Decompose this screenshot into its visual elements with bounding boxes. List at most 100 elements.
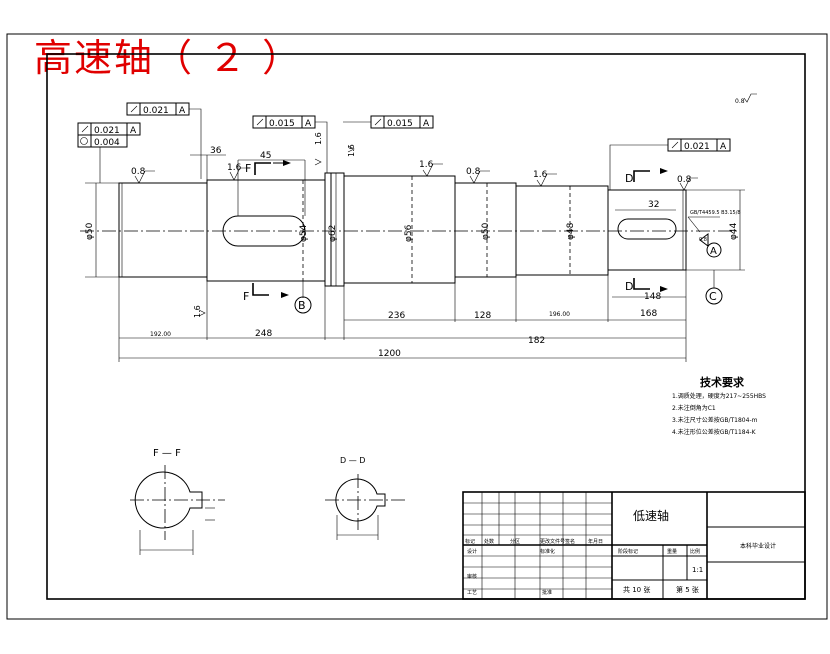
fcf-middle: 0.015 A [343,115,434,129]
svg-text:1.6: 1.6 [227,163,242,173]
svg-text:148: 148 [644,292,661,302]
tech-title: 技术要求 [700,375,745,389]
svg-text:签名: 签名 [565,538,575,545]
svg-text:φ48: φ48 [566,222,576,240]
svg-text:A: A [423,119,430,129]
svg-text:45: 45 [260,151,271,161]
svg-text:标记: 标记 [465,538,475,545]
svg-text:192.00: 192.00 [150,331,171,338]
svg-text:32: 32 [648,200,659,210]
svg-text:D: D [625,172,633,185]
svg-text:设计: 设计 [467,548,477,555]
svg-text:年月日: 年月日 [588,538,603,545]
svg-text:A: A [305,119,312,129]
tech-item: 3.未注尺寸公差按GB/T1804-m [672,416,758,424]
diameter-dims: φ50 φ54 φ62 φ56 φ50 φ48 φ44 [85,173,745,286]
svg-text:36: 36 [210,146,222,156]
section-dd-title: D — D [340,456,365,465]
center-hole-note: GB/T4459.5 B3.15/8 [687,210,741,233]
svg-text:φ56: φ56 [404,224,414,242]
svg-text:A: A [179,106,186,116]
inner-border [46,53,806,600]
general-roughness: 0.8 [735,93,757,105]
outer-border [6,33,828,620]
svg-text:φ50: φ50 [481,222,491,240]
svg-text:0.8: 0.8 [699,237,707,243]
svg-text:1.6: 1.6 [347,144,356,157]
svg-text:F: F [245,162,251,175]
shaft-body [80,172,740,287]
svg-text:φ50: φ50 [85,222,95,240]
title-block: 标记 处数 分区 更改文件号 签名 年月日 设计 标准化 审核 工艺 批准 低速… [462,491,806,600]
svg-text:196.00: 196.00 [549,311,570,318]
svg-text:1.6: 1.6 [533,170,548,180]
svg-text:更改文件号: 更改文件号 [540,538,565,545]
svg-text:工艺: 工艺 [467,590,477,596]
section-ff-title: F — F [153,448,181,459]
part-name: 低速轴 [633,508,669,523]
svg-text:0.021: 0.021 [94,126,120,136]
svg-text:阶段标记: 阶段标记 [618,548,638,555]
svg-text:128: 128 [474,311,491,321]
svg-text:φ54: φ54 [299,224,309,242]
tech-item: 2.未注倒角为C1 [672,404,716,412]
tech-requirements: 技术要求 1.调质处理，硬度为217~255HBS 2.未注倒角为C1 3.未注… [672,375,766,436]
svg-text:0.8: 0.8 [735,98,745,105]
svg-text:0.015: 0.015 [269,119,295,129]
svg-text:处数: 处数 [484,538,494,545]
keyway-right [617,218,677,240]
svg-text:182: 182 [528,336,545,346]
svg-text:A: A [130,126,137,136]
section-mark-f: F F [243,160,291,303]
roughness-marks: 0.8 1.6 1.6 1.6 0.8 1.6 0.8 1.6 1.6 [131,132,698,318]
fcf-top-left: 0.021 A [126,102,202,179]
keyway-left [222,215,306,247]
svg-text:0.021: 0.021 [684,142,710,152]
svg-text:0.8: 0.8 [466,167,481,177]
svg-text:0.8: 0.8 [677,175,692,185]
svg-text:标准化: 标准化 [540,548,555,555]
fcf-left: 0.021 A 0.004 [77,122,141,183]
section-dd: D — D [325,456,405,540]
scale-value: 1:1 [692,566,703,574]
tech-item: 1.调质处理，硬度为217~255HBS [672,392,766,400]
sheet-number: 第 5 张 [676,585,699,594]
tech-item: 4.未注形位公差按GB/T1184-K [672,428,757,436]
company-name: 本科毕业设计 [740,542,776,550]
svg-text:批准: 批准 [542,589,552,596]
svg-text:分区: 分区 [510,538,520,545]
datum-c: C [705,270,723,305]
svg-text:φ62: φ62 [328,225,338,242]
svg-text:审核: 审核 [467,573,477,580]
svg-text:0.8: 0.8 [131,167,146,177]
svg-text:B: B [298,299,306,312]
svg-text:A: A [720,142,727,152]
fcf-keyway: 0.015 A [252,115,328,173]
svg-text:236: 236 [388,311,405,321]
svg-text:1.6: 1.6 [193,305,202,318]
svg-text:0.004: 0.004 [94,138,120,148]
upper-length-dims: 36 45 [190,146,306,216]
svg-text:1.6: 1.6 [314,132,323,145]
fcf-right: 0.021 A [609,138,731,190]
datum-b: B [294,281,312,314]
drawing-headline: 高速轴（ ２ ） [34,36,303,80]
svg-text:168: 168 [640,309,657,319]
svg-text:重量: 重量 [667,548,677,555]
svg-text:GB/T4459.5 B3.15/8: GB/T4459.5 B3.15/8 [690,210,741,216]
svg-text:0.021: 0.021 [143,106,169,116]
section-mark-d: D D [625,168,668,293]
total-sheets: 共 10 张 [623,585,650,594]
svg-text:248: 248 [255,329,272,339]
section-ff: F — F [130,448,225,555]
svg-text:比例: 比例 [690,548,700,555]
svg-text:F: F [243,290,249,303]
svg-text:D: D [625,280,633,293]
svg-text:A: A [710,246,717,257]
svg-text:C: C [709,290,717,303]
right-key-dims: 32 148 [612,200,686,302]
lower-length-dims: 236 128 196.00 168 192.00 248 182 1200 [118,270,687,362]
svg-text:1200: 1200 [378,349,401,359]
svg-text:φ44: φ44 [729,222,739,240]
